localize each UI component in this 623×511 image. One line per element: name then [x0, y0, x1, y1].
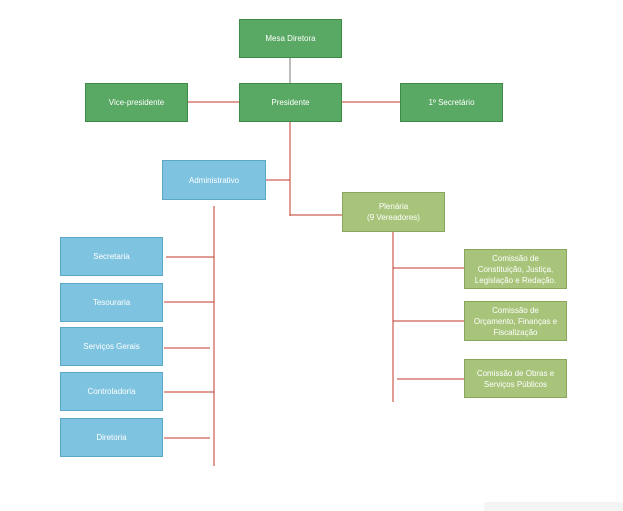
node-administrativo: Administrativo	[162, 160, 266, 200]
node-plenaria: Plenária (9 Vereadores)	[342, 192, 445, 232]
bottom-strip	[484, 502, 623, 511]
node-primeiro-secretario: 1º Secretário	[400, 83, 503, 122]
node-comissao-constituicao: Comissão de Constituição, Justiça, Legis…	[464, 249, 567, 289]
node-mesa-diretora: Mesa Diretora	[239, 19, 342, 58]
node-diretoria: Diretoria	[60, 418, 163, 457]
node-vice-presidente: Vice-presidente	[85, 83, 188, 122]
node-controladoria: Controladoria	[60, 372, 163, 411]
node-comissao-orcamento: Comissão de Orçamento, Finanças e Fiscal…	[464, 301, 567, 341]
node-presidente: Presidente	[239, 83, 342, 122]
node-secretaria: Secretaria	[60, 237, 163, 276]
node-tesouraria: Tesouraria	[60, 283, 163, 322]
node-servicos-gerais: Serviços Gerais	[60, 327, 163, 366]
node-comissao-obras: Comissão de Obras e Serviços Públicos	[464, 359, 567, 398]
